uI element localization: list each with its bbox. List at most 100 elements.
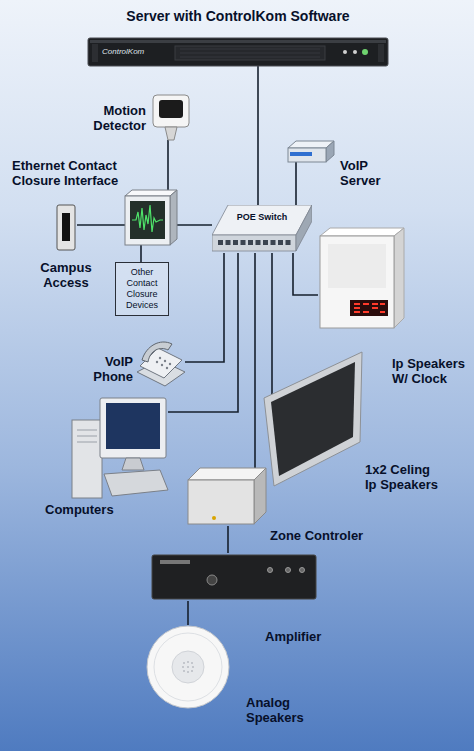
zone-controller-node: Zone Controler xyxy=(188,468,266,526)
server-node: Server with ControlKom SoftwareControlKo… xyxy=(88,38,388,66)
network-cable xyxy=(77,224,125,226)
analog-speaker-icon xyxy=(147,626,229,708)
voip-phone-icon xyxy=(156,357,171,369)
network-cable xyxy=(254,253,256,468)
box-label: Other Contact Closure Devices xyxy=(119,267,165,311)
ip-speaker-clock-icon xyxy=(354,303,360,305)
contact-closure-interface-icon xyxy=(125,190,177,245)
device-label: VoIP Phone xyxy=(87,354,133,384)
device-label: VoIP Server xyxy=(340,158,390,188)
ip-speaker-clock-icon xyxy=(328,244,386,288)
amplifier-icon xyxy=(152,555,316,599)
analog-speaker-icon xyxy=(182,666,184,668)
analog-speaker-icon xyxy=(187,666,189,668)
analog-speaker-icon xyxy=(172,651,204,683)
computer-icon xyxy=(72,398,168,498)
computer-icon xyxy=(104,470,168,496)
voip-server-node: VoIP Server xyxy=(285,140,335,162)
ip-speaker-clock-node: Ip Speakers W/ Clock xyxy=(318,228,404,330)
amplifier-icon xyxy=(286,568,291,573)
zone-controller-icon xyxy=(188,480,254,524)
ip-speaker-clock-icon xyxy=(354,311,360,313)
ip-speaker-clock-icon xyxy=(380,311,385,313)
motion-detector-icon xyxy=(153,95,189,140)
network-cable xyxy=(271,253,273,395)
analog-speaker-icon xyxy=(147,626,229,708)
contact-closure-interface-icon xyxy=(132,205,163,232)
computers-node: Computers xyxy=(70,398,168,500)
computer-icon xyxy=(106,403,160,449)
server-rack xyxy=(180,49,320,57)
contact-closure-interface-icon xyxy=(125,190,177,196)
device-label: Computers xyxy=(45,502,125,517)
voip-phone-node: VoIP Phone xyxy=(135,340,185,386)
motion-detector-icon xyxy=(153,95,189,127)
network-cable xyxy=(168,253,238,412)
analog-speaker-icon xyxy=(191,670,193,672)
campus-access-reader xyxy=(62,213,70,241)
ip-speaker-clock-icon xyxy=(320,228,404,328)
switch-label: POE Switch xyxy=(237,212,288,223)
amplifier-icon xyxy=(160,560,190,564)
switch-front xyxy=(212,235,296,251)
ip-speaker-clock-icon xyxy=(372,303,378,305)
device-label: Amplifier xyxy=(265,629,335,644)
voip-server-icon xyxy=(288,141,334,162)
network-cable xyxy=(140,245,142,262)
server-rack xyxy=(88,38,388,66)
ip-speaker-clock-icon xyxy=(363,303,369,305)
switch-port xyxy=(278,240,283,245)
analog-speaker-icon xyxy=(183,662,185,664)
voip-server-icon xyxy=(326,141,334,162)
network-cable xyxy=(227,526,229,553)
title-label: Server with ControlKom Software xyxy=(58,8,418,24)
motion-detector-node: Motion Detector xyxy=(150,95,192,140)
switch-port xyxy=(256,240,261,245)
switch-port xyxy=(248,240,253,245)
switch-top xyxy=(212,205,312,235)
network-cable xyxy=(257,66,259,205)
amplifier-node: Amplifier xyxy=(152,553,316,601)
contact-closure-interface-icon xyxy=(125,196,170,245)
network-cable xyxy=(187,601,189,625)
server-rack xyxy=(90,40,386,43)
campus-access-reader xyxy=(57,205,75,250)
device-label: Campus Access xyxy=(35,260,97,290)
motion-detector-icon xyxy=(159,100,183,118)
voip-server-icon xyxy=(290,152,312,156)
campus-access-node: Campus Access xyxy=(55,205,77,250)
network-cable xyxy=(295,162,297,205)
ip-speaker-clock-icon xyxy=(363,311,369,313)
voip-phone-icon xyxy=(137,342,185,386)
network-cable xyxy=(293,253,318,295)
network-cable xyxy=(177,224,212,226)
device-label: Analog Speakers xyxy=(246,695,312,725)
switch-port xyxy=(286,240,291,245)
ceiling-speaker-panel xyxy=(264,352,362,486)
device-label: 1x2 Celing Ip Speakers xyxy=(365,462,441,492)
computer-icon xyxy=(72,420,102,498)
device-label: Ethernet Contact Closure Interface xyxy=(12,158,132,188)
campus-access-reader xyxy=(57,205,75,250)
ip-speaker-clock-icon xyxy=(350,300,388,316)
voip-phone-icon xyxy=(169,363,171,365)
amplifier-icon xyxy=(207,575,217,585)
switch-side xyxy=(296,205,312,251)
ip-speaker-clock-icon xyxy=(320,228,404,236)
analog-speaker-icon xyxy=(182,661,194,673)
server-rack xyxy=(343,50,347,54)
computer-icon xyxy=(100,398,166,458)
device-label: Zone Controler xyxy=(270,528,374,543)
voip-phone-icon xyxy=(142,342,172,362)
switch-port xyxy=(233,240,238,245)
network-cable xyxy=(185,253,224,362)
poe-switch-node: POE Switch xyxy=(212,205,312,253)
computer-icon xyxy=(122,458,144,470)
analog-speaker-icon xyxy=(192,666,194,668)
ip-speaker-clock-icon xyxy=(380,303,385,305)
analog-speaker-icon xyxy=(154,633,222,701)
network-cable xyxy=(167,140,169,190)
analog-speaker-icon xyxy=(187,661,189,663)
contact-closure-interface-icon xyxy=(130,201,165,239)
